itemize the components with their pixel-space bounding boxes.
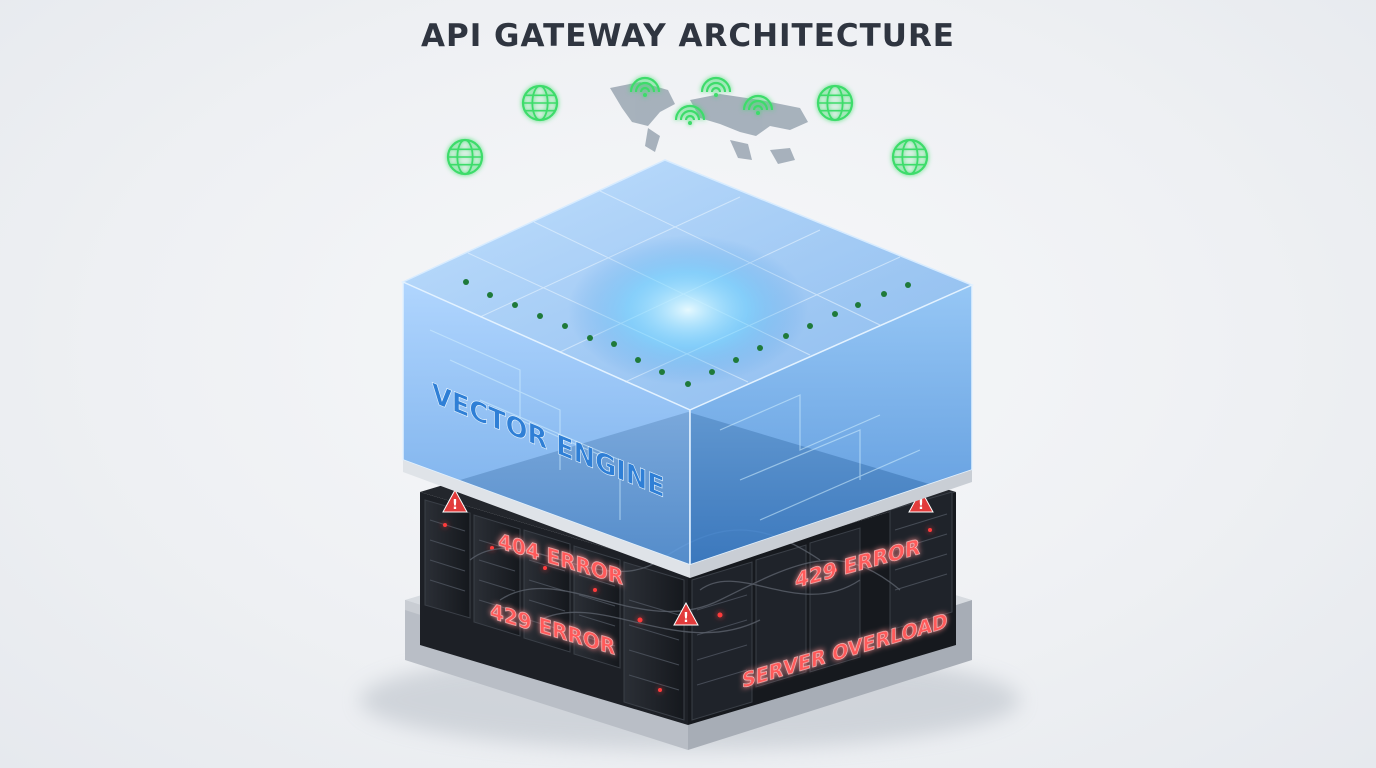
signal-endpoint (537, 313, 543, 319)
diagram-title: API GATEWAY ARCHITECTURE (421, 18, 955, 54)
status-leds (443, 523, 932, 692)
server-rack-icon (691, 491, 953, 721)
globe-icon (816, 84, 854, 122)
server-rack-icon (424, 499, 685, 721)
signal-endpoint (855, 302, 861, 308)
wifi-icon (629, 76, 661, 97)
globe-icon (446, 138, 484, 176)
signal-endpoint (832, 311, 838, 317)
signal-endpoint (905, 282, 911, 288)
warning-icon: ! (673, 601, 699, 626)
signal-endpoint (881, 291, 887, 297)
wifi-icon (742, 94, 774, 115)
wifi-icon (674, 104, 706, 125)
signal-endpoint (611, 341, 617, 347)
signal-endpoint (709, 369, 715, 375)
globe-icon (891, 138, 929, 176)
wifi-icon (700, 76, 732, 97)
signal-endpoint (463, 279, 469, 285)
signal-endpoint (783, 333, 789, 339)
signal-endpoint (635, 357, 641, 363)
signal-endpoint (757, 345, 763, 351)
svg-text:!: ! (683, 611, 689, 626)
svg-text:!: ! (918, 498, 924, 513)
signal-endpoint (562, 323, 568, 329)
globe-icon (521, 84, 559, 122)
signal-endpoint (733, 357, 739, 363)
svg-text:!: ! (452, 498, 458, 513)
signal-endpoint (587, 335, 593, 341)
signal-endpoint (487, 292, 493, 298)
signal-endpoint (685, 381, 691, 387)
signal-endpoint (659, 369, 665, 375)
world-map-icon (610, 82, 808, 164)
warning-icon: ! (442, 488, 468, 513)
signal-endpoint (512, 302, 518, 308)
signal-endpoint (807, 323, 813, 329)
request-signal-beams (463, 92, 911, 387)
